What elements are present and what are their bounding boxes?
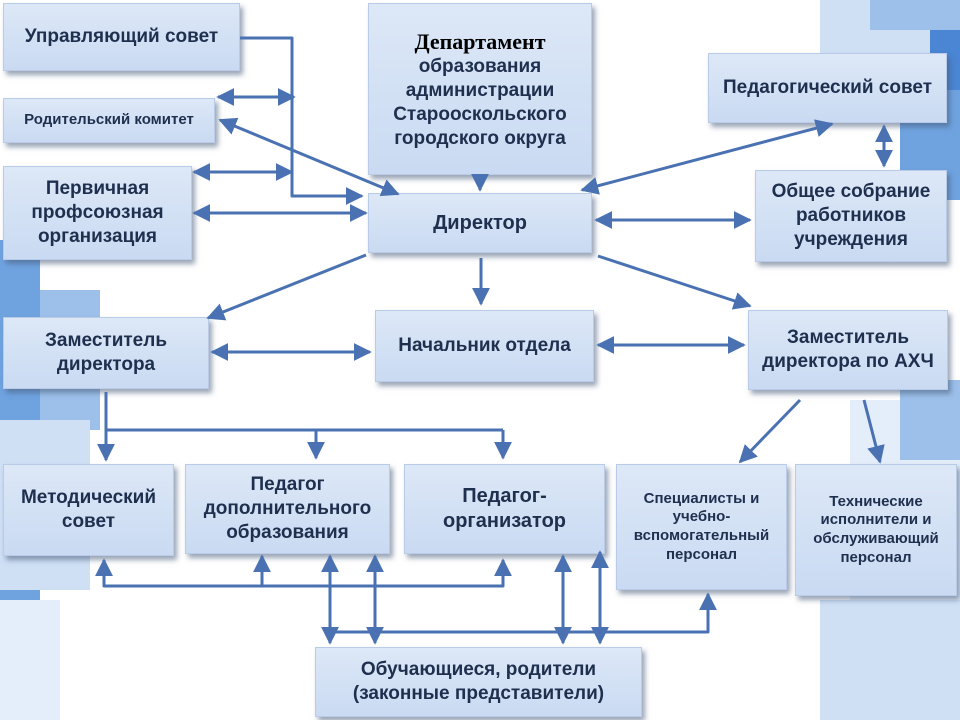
node-label: Директор xyxy=(433,211,527,234)
node-label: Общее собрание работников учреждения xyxy=(771,181,931,250)
node-deputy-director-ahch: Заместитель директора по АХЧ xyxy=(748,310,948,390)
node-label: Начальник отдела xyxy=(398,335,571,357)
node-methodical-council: Методический совет xyxy=(3,464,174,556)
node-head-of-department: Начальник отдела xyxy=(375,310,594,382)
node-parent-committee: Родительский комитет xyxy=(3,98,215,143)
node-label: Управляющий совет xyxy=(24,26,219,48)
department-title: Департамент xyxy=(414,28,546,54)
node-teacher-organizer: Педагог- организатор xyxy=(404,464,605,554)
node-technical-staff: Технические исполнители и обслуживающий … xyxy=(795,464,957,596)
node-label: Педагогический совет xyxy=(723,77,932,99)
node-students-parents: Обучающиеся, родители (законные представ… xyxy=(315,647,642,717)
node-label: Заместитель директора по АХЧ xyxy=(762,327,934,372)
node-deputy-director: Заместитель директора xyxy=(3,317,209,389)
node-support-staff: Специалисты и учебно- вспомогательный пе… xyxy=(616,464,787,590)
node-label: Педагог- организатор xyxy=(442,485,567,532)
node-label: Заместитель директора xyxy=(44,330,167,375)
node-label: Методический совет xyxy=(20,487,157,532)
node-additional-education-teacher: Педагог дополнительного образования xyxy=(185,464,390,554)
node-label: Специалисты и учебно- вспомогательный пе… xyxy=(633,489,770,563)
node-label: Технические исполнители и обслуживающий … xyxy=(813,492,939,566)
node-label: Первичная профсоюзная организация xyxy=(31,178,164,247)
department-subtitle: образования администрации Старооскольско… xyxy=(393,56,567,149)
node-director: Директор xyxy=(368,193,592,253)
node-governing-council: Управляющий совет xyxy=(3,3,240,71)
node-label: Родительский комитет xyxy=(24,111,194,129)
node-label: Педагог дополнительного образования xyxy=(203,474,372,543)
node-department: Департамент образования администрации Ст… xyxy=(368,3,592,175)
node-label: Обучающиеся, родители (законные представ… xyxy=(352,659,605,704)
node-trade-union: Первичная профсоюзная организация xyxy=(3,166,192,260)
node-pedagogical-council: Педагогический совет xyxy=(708,53,947,123)
node-general-meeting: Общее собрание работников учреждения xyxy=(755,170,947,262)
